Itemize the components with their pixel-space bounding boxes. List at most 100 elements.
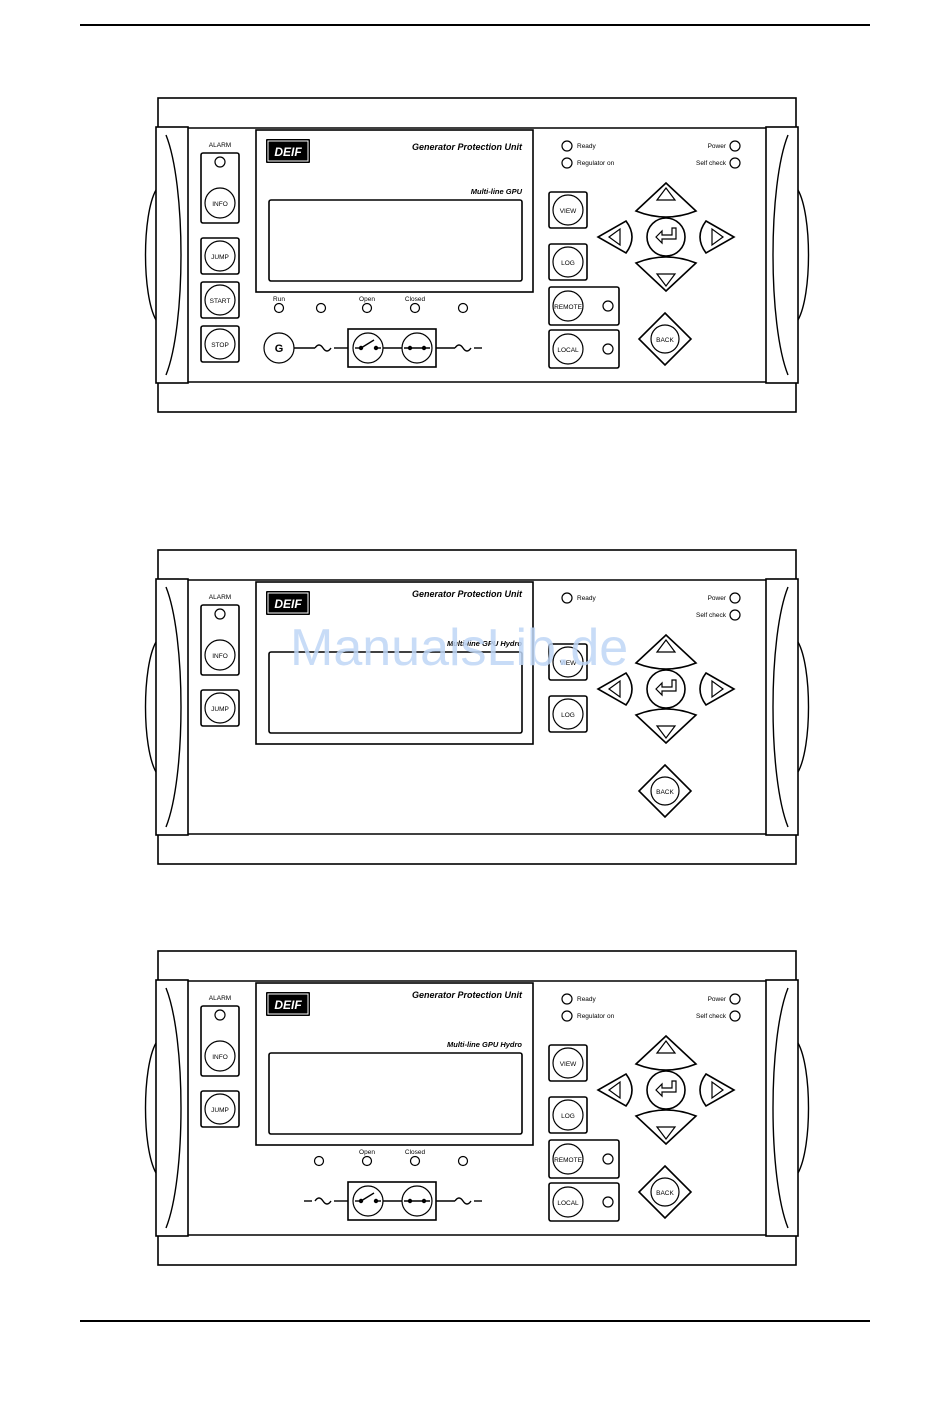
back-button-label: BACK: [656, 789, 674, 796]
local-button[interactable]: LOCAL: [548, 329, 620, 369]
jump-button[interactable]: JUMP: [200, 237, 240, 275]
info-button[interactable]: INFO: [200, 1005, 240, 1077]
open-label: Open: [359, 296, 375, 303]
power-label: Power: [708, 143, 727, 150]
enter-icon: [655, 1080, 677, 1098]
info-button-label: INFO: [212, 653, 228, 660]
ready-led: [561, 140, 573, 152]
regulator-led: [561, 1010, 573, 1022]
log-button-label: LOG: [561, 260, 575, 267]
alarm-led: [214, 156, 226, 168]
start-button-label: START: [210, 298, 231, 305]
right-arrow-icon: [711, 1080, 725, 1100]
alarm-label: ALARM: [209, 594, 231, 601]
open-led: [361, 302, 373, 314]
enter-icon: [655, 227, 677, 245]
log-button[interactable]: LOG: [548, 695, 588, 733]
model-name: Multi-line GPU Hydro: [447, 639, 522, 648]
led: [457, 1155, 469, 1167]
down-arrow-icon: [655, 1126, 677, 1140]
enter-icon: [655, 679, 677, 697]
lcd-screen: [268, 199, 523, 282]
lcd-screen: [268, 651, 523, 734]
alarm-label: ALARM: [209, 142, 231, 149]
back-button[interactable]: BACK: [637, 763, 693, 819]
view-button[interactable]: VIEW: [548, 643, 588, 681]
regulator-led: [561, 157, 573, 169]
bottom-rule: [80, 1320, 870, 1322]
selfcheck-label: Self check: [696, 160, 727, 167]
single-line-diagram: G: [263, 328, 482, 368]
ac-symbol-icon: [454, 344, 472, 352]
deif-logo: DEIF: [266, 139, 310, 163]
closed-led: [409, 1155, 421, 1167]
run-led: [273, 302, 285, 314]
power-led: [729, 140, 741, 152]
view-button[interactable]: VIEW: [548, 191, 588, 229]
jump-button[interactable]: JUMP: [200, 1090, 240, 1128]
up-arrow-icon: [655, 1040, 677, 1054]
selfcheck-led: [729, 1010, 741, 1022]
left-arrow-icon: [607, 1080, 621, 1100]
gpu-panel-hydro: ALARM INFO JUMP DEIF Generator Protectio…: [144, 950, 810, 1266]
back-button[interactable]: BACK: [637, 311, 693, 367]
log-button-label: LOG: [561, 1113, 575, 1120]
view-button-label: VIEW: [560, 660, 577, 667]
open-label: Open: [359, 1149, 375, 1156]
right-arrow-icon: [711, 679, 725, 699]
remote-button[interactable]: REMOTE: [548, 1139, 620, 1179]
up-arrow-icon: [655, 187, 677, 201]
view-button[interactable]: VIEW: [548, 1044, 588, 1082]
ready-led: [561, 592, 573, 604]
info-button[interactable]: INFO: [200, 604, 240, 676]
svg-text:DEIF: DEIF: [274, 145, 302, 159]
power-label: Power: [708, 996, 727, 1003]
local-led: [602, 343, 614, 355]
ready-label: Ready: [577, 996, 597, 1003]
power-led: [729, 592, 741, 604]
product-title: Generator Protection Unit: [412, 990, 523, 1000]
down-arrow-icon: [655, 725, 677, 739]
navigation-pad: [596, 181, 736, 293]
run-label: Run: [273, 296, 285, 303]
log-button[interactable]: LOG: [548, 1096, 588, 1134]
up-arrow-icon: [655, 639, 677, 653]
alarm-led: [214, 1009, 226, 1021]
local-button[interactable]: LOCAL: [548, 1182, 620, 1222]
product-title: Generator Protection Unit: [412, 142, 523, 152]
led: [315, 302, 327, 314]
log-button-label: LOG: [561, 712, 575, 719]
power-label: Power: [708, 595, 727, 602]
start-button[interactable]: START: [200, 281, 240, 319]
lcd-screen: [268, 1052, 523, 1135]
navigation-pad: [596, 1034, 736, 1146]
back-button[interactable]: BACK: [637, 1164, 693, 1220]
ready-led: [561, 993, 573, 1005]
led: [313, 1155, 325, 1167]
remote-led: [602, 1153, 614, 1165]
local-button-label: LOCAL: [557, 347, 579, 354]
info-button[interactable]: INFO: [200, 152, 240, 224]
back-button-label: BACK: [656, 337, 674, 344]
jump-button-label: JUMP: [211, 1107, 229, 1114]
closed-led: [409, 302, 421, 314]
remote-button-label: REMOTE: [554, 304, 582, 311]
local-button-label: LOCAL: [557, 1200, 579, 1207]
jump-button[interactable]: JUMP: [200, 689, 240, 727]
right-arrow-icon: [711, 227, 725, 247]
remote-button[interactable]: REMOTE: [548, 286, 620, 326]
ready-label: Ready: [577, 143, 597, 150]
regulator-label: Regulator on: [577, 160, 615, 167]
selfcheck-label: Self check: [696, 612, 727, 619]
jump-button-label: JUMP: [211, 706, 229, 713]
model-name: Multi-line GPU Hydro: [447, 1040, 522, 1049]
log-button[interactable]: LOG: [548, 243, 588, 281]
info-button-label: INFO: [212, 201, 228, 208]
svg-text:G: G: [275, 343, 284, 355]
remote-button-label: REMOTE: [554, 1157, 582, 1164]
closed-label: Closed: [405, 296, 426, 303]
deif-logo: DEIF: [266, 992, 310, 1016]
top-rule: [80, 24, 870, 26]
stop-button[interactable]: STOP: [200, 325, 240, 363]
alarm-led: [214, 608, 226, 620]
